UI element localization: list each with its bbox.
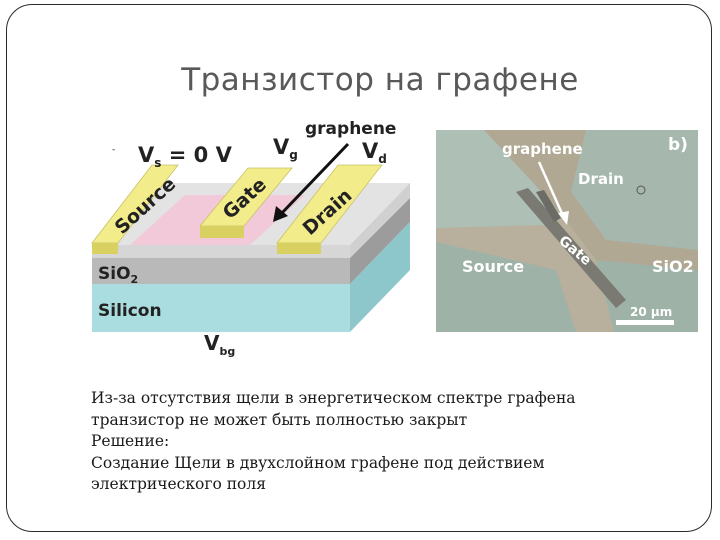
micrograph-graphene-arrow (537, 161, 566, 219)
source-electrode-front (92, 243, 118, 254)
graphene-label: graphene (305, 119, 396, 139)
scale-bar-label: 20 μm (630, 305, 672, 319)
sio2-layer-side (350, 198, 410, 284)
body-line: Решение: (91, 432, 170, 450)
vbg-label: Vbg (204, 331, 235, 358)
body-line: электрического поля (91, 475, 267, 493)
micrograph-svg: graphene b) Drain Gate Source SiO2 20 μm (436, 130, 698, 332)
vd-label: Vd (362, 139, 387, 166)
graphene-flake (536, 190, 561, 222)
gate-finger (516, 188, 626, 308)
gate-electrode-front (200, 226, 244, 238)
device-schematic: Source Gate Drain Vs = 0 V Vg Vd graphen… (80, 118, 420, 363)
silicon-layer-front (92, 284, 350, 332)
silicon-layer-side (350, 222, 410, 332)
drain-electrode-front (277, 243, 321, 254)
panel-label: b) (668, 135, 688, 155)
slide-body-text: Из-за отсутствия щели в энергетическом с… (91, 388, 691, 496)
micrograph-sio2-label: SiO2 (652, 257, 694, 276)
bullet-dot: - (112, 145, 115, 155)
micrograph-graphene-label: graphene (502, 140, 583, 158)
device-micrograph: graphene b) Drain Gate Source SiO2 20 μm (436, 130, 698, 332)
body-line: Из-за отсутствия щели в энергетическом с… (91, 389, 576, 407)
micrograph-source-label: Source (462, 257, 524, 276)
slide-frame (6, 4, 712, 532)
slide-title: Транзистор на графене (181, 62, 579, 98)
body-line: транзистор не может быть полностью закры… (91, 410, 468, 429)
sio2-label: SiO2 (98, 264, 138, 286)
substrate-region-left (436, 130, 554, 240)
substrate-region-right (571, 130, 698, 250)
sio2-layer-front (92, 258, 350, 284)
body-line: Создание Щели в двухслойном графене под … (91, 453, 545, 472)
micrograph-drain-label: Drain (578, 170, 624, 188)
surface-particle (636, 185, 646, 195)
micrograph-arrow-head (558, 211, 569, 225)
drain-electrode-pad (484, 130, 698, 270)
silicon-label: Silicon (98, 301, 162, 321)
scale-bar (616, 320, 674, 325)
graphene-arrow-head (273, 206, 288, 222)
schematic-svg: Source Gate Drain Vs = 0 V Vg Vd graphen… (91, 119, 410, 358)
vg-label: Vg (273, 135, 298, 162)
graphene-arrow (278, 142, 350, 217)
vs-label: Vs = 0 V (138, 143, 233, 170)
stack-top-side (350, 183, 410, 258)
